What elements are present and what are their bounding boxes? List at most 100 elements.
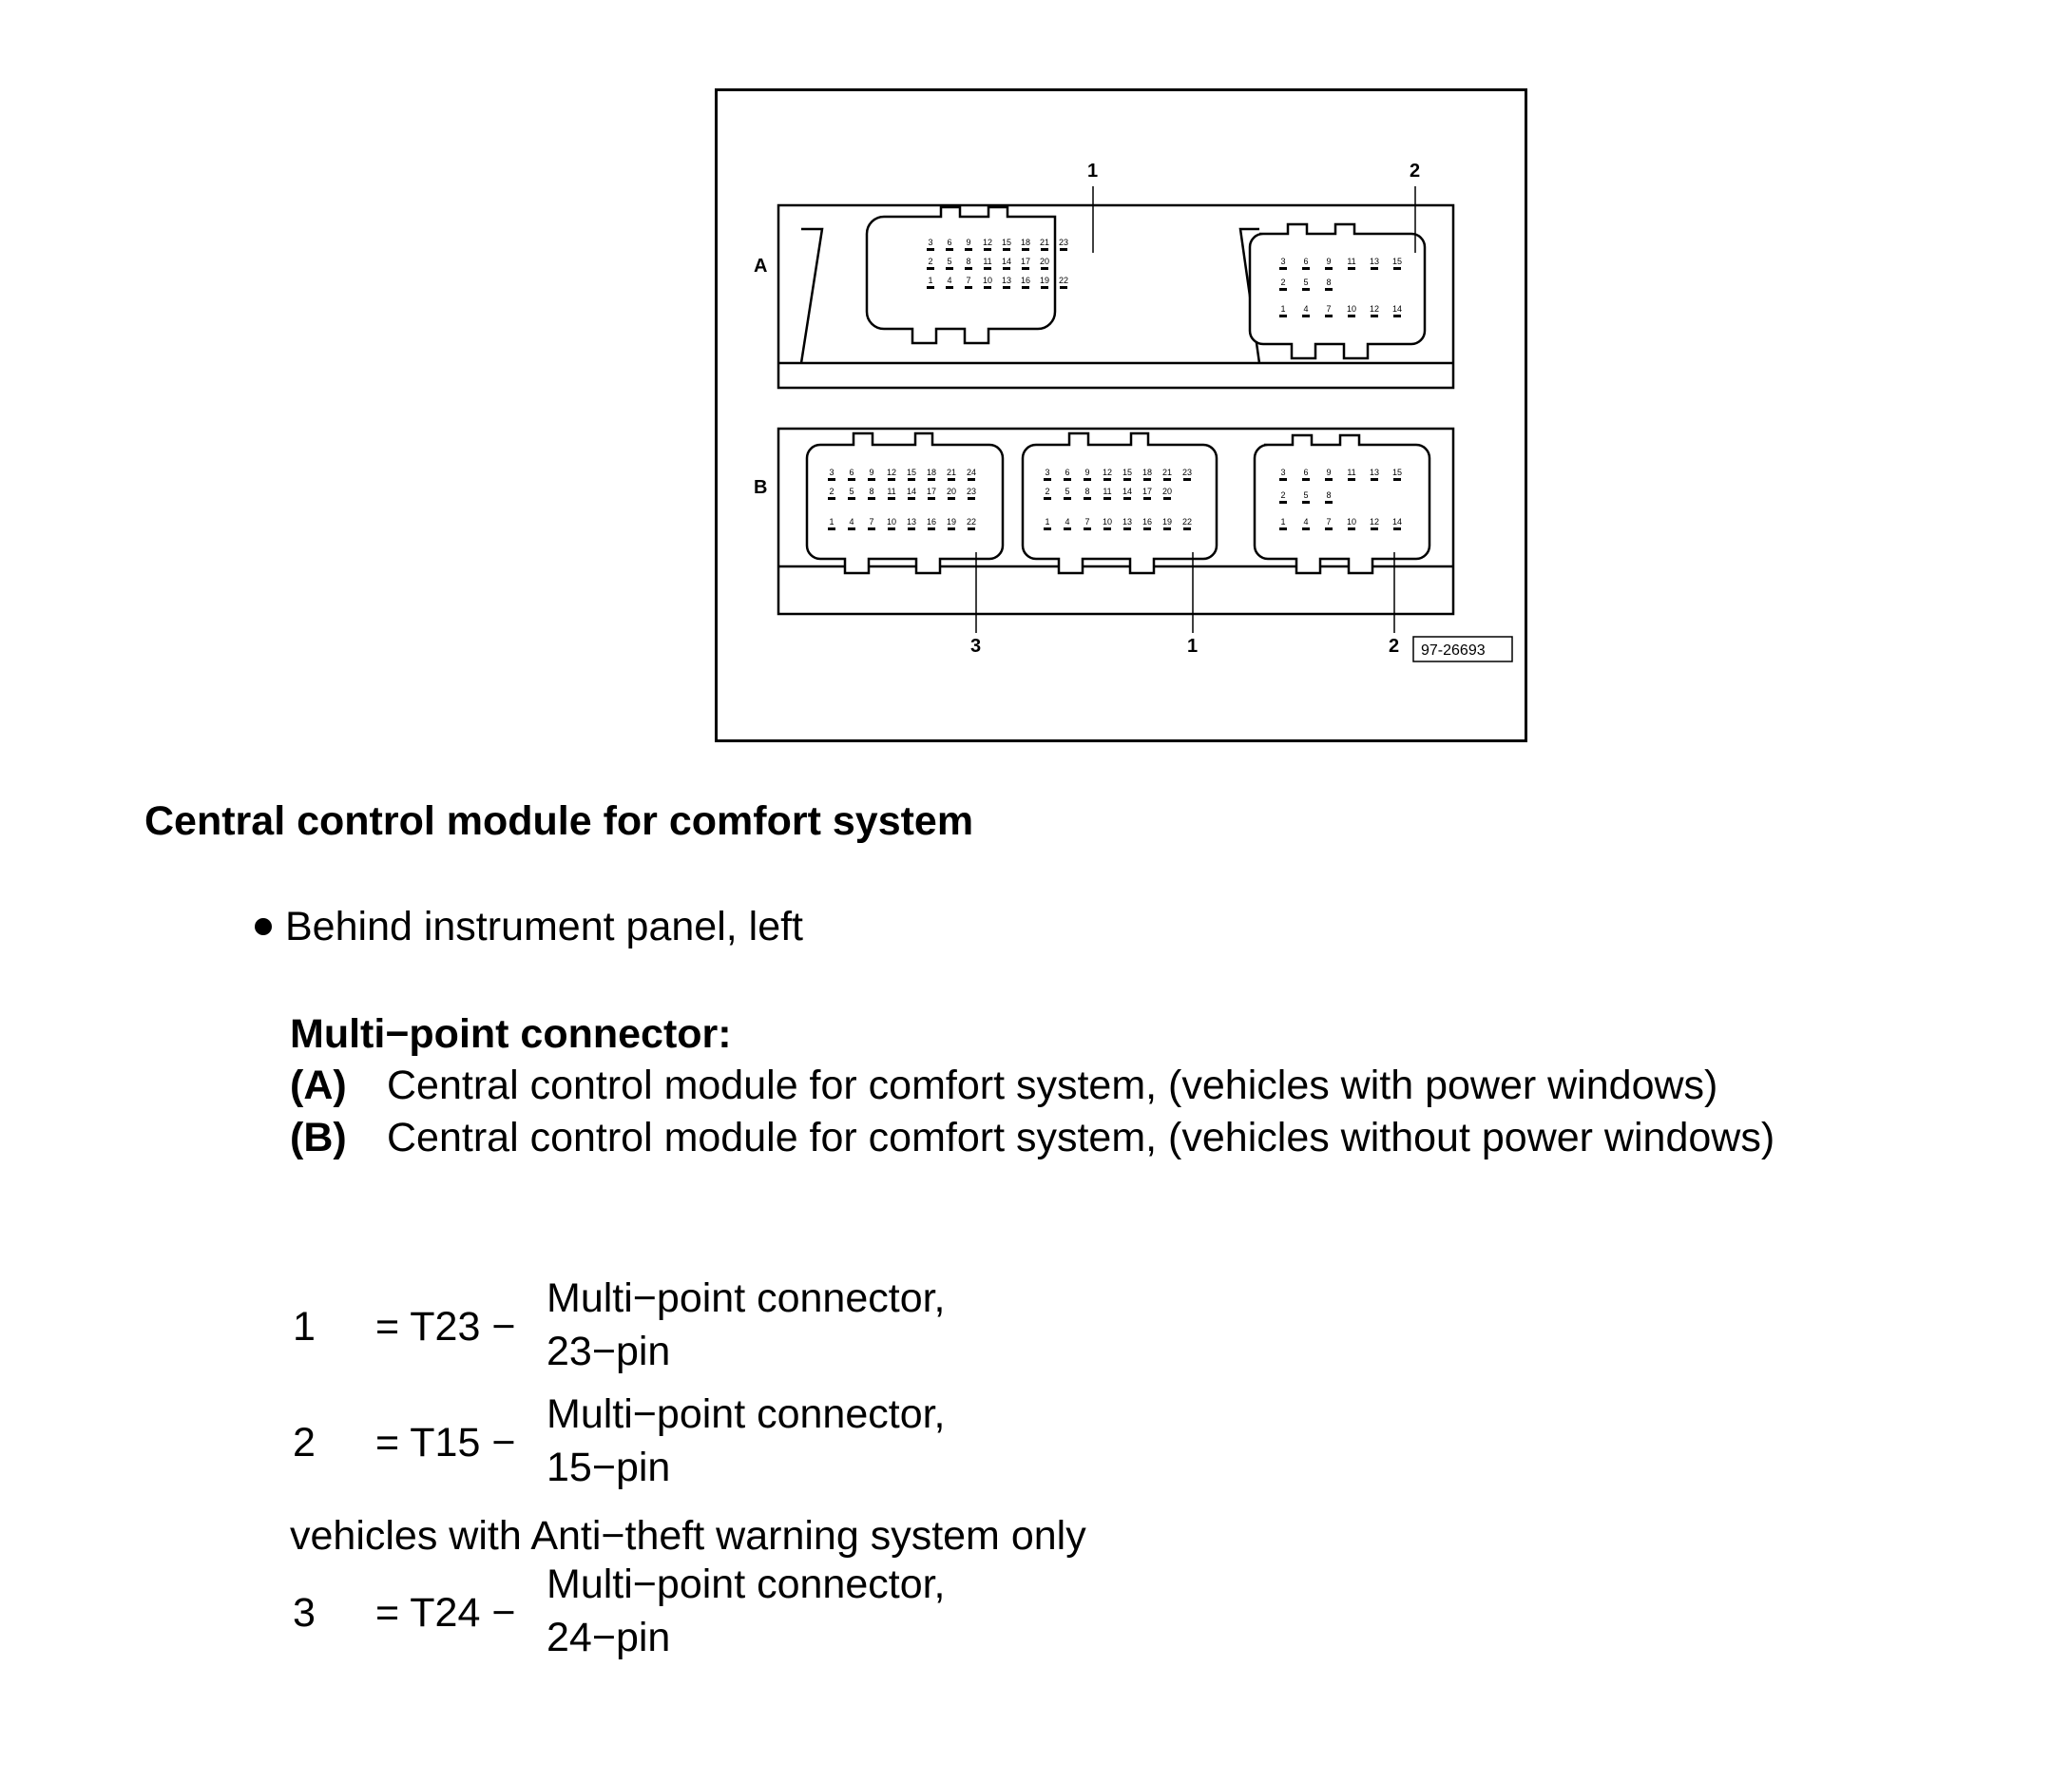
connector-code: = T23 −	[375, 1304, 516, 1350]
connector-code: = T24 −	[375, 1590, 516, 1636]
pin-number: 8	[966, 257, 970, 266]
pin-number: 4	[1065, 517, 1069, 527]
pin-number: 6	[1065, 468, 1069, 477]
pin-number: 9	[1326, 257, 1331, 266]
pin-socket	[1103, 497, 1111, 500]
definition-key: (A)	[290, 1063, 347, 1108]
pin-number: 1	[928, 276, 932, 285]
pin-number: 5	[1065, 487, 1069, 496]
bullet-icon	[255, 917, 272, 935]
pin-socket	[848, 478, 855, 481]
pin-socket	[1022, 286, 1029, 289]
pin-number: 10	[1347, 304, 1356, 314]
pin-socket	[1041, 248, 1048, 251]
pin-socket	[1279, 267, 1287, 270]
definition-text: Central control module for comfort syste…	[387, 1063, 1718, 1108]
pin-socket	[965, 248, 972, 251]
image-id-box	[1412, 636, 1513, 662]
pin-number: 5	[1303, 490, 1308, 500]
housing-a-taper-left	[799, 227, 824, 364]
connector-description: Multi−point connector, 24−pin	[547, 1558, 1117, 1664]
pin-socket	[1163, 478, 1171, 481]
pin-socket	[1279, 501, 1287, 504]
pin-number: 16	[1142, 517, 1152, 527]
pin-socket	[1302, 288, 1310, 291]
pin-socket	[1325, 501, 1333, 504]
pin-number: 6	[947, 238, 951, 247]
pin-number: 23	[1059, 238, 1068, 247]
pin-socket	[1044, 478, 1051, 481]
pin-number: 10	[983, 276, 992, 285]
pin-socket	[1022, 267, 1029, 270]
connector-description-line: Multi−point connector,	[547, 1391, 946, 1437]
pin-socket	[1044, 497, 1051, 500]
pin-socket	[928, 478, 935, 481]
connector-description-line: 23−pin	[547, 1329, 671, 1374]
pin-number: 10	[887, 517, 896, 527]
pin-number: 22	[1182, 517, 1192, 527]
pin-socket	[1393, 478, 1401, 481]
location-text: Behind instrument panel, left	[285, 904, 803, 949]
pin-number: 23	[1182, 468, 1192, 477]
pin-socket	[868, 497, 875, 500]
pin-number: 12	[1370, 517, 1379, 527]
pin-number: 1	[1280, 304, 1285, 314]
pin-socket	[1325, 527, 1333, 530]
section-title: Central control module for comfort syste…	[144, 798, 974, 844]
pin-number: 24	[967, 468, 976, 477]
pin-number: 2	[928, 257, 932, 266]
pin-socket	[948, 527, 955, 530]
pin-socket	[968, 478, 975, 481]
definition-key: (B)	[290, 1115, 347, 1160]
multipoint-heading: Multi−point connector:	[290, 1011, 732, 1057]
pin-number: 8	[869, 487, 873, 496]
pin-number: 5	[947, 257, 951, 266]
pin-number: 1	[1045, 517, 1049, 527]
row-label-a: A	[754, 256, 767, 277]
pin-socket	[828, 527, 835, 530]
pin-socket	[946, 248, 953, 251]
pin-socket	[946, 286, 953, 289]
callout-bottom-2: 2	[1389, 636, 1399, 657]
pin-number: 5	[849, 487, 854, 496]
pin-socket	[1103, 527, 1111, 530]
definition-row-a: (A) Central control module for comfort sy…	[290, 1063, 1717, 1109]
pin-socket	[1279, 288, 1287, 291]
pin-number: 15	[1392, 257, 1402, 266]
pin-socket	[1064, 497, 1071, 500]
pin-number: 3	[928, 238, 932, 247]
pin-socket	[888, 497, 895, 500]
pin-number: 7	[869, 517, 873, 527]
pin-socket	[868, 478, 875, 481]
connector-description-line: 15−pin	[547, 1445, 671, 1490]
connector-a1	[865, 205, 1057, 345]
pin-socket	[1371, 478, 1378, 481]
callout-top-2: 2	[1410, 161, 1420, 182]
pin-number: 2	[829, 487, 834, 496]
pin-socket	[1064, 478, 1071, 481]
pin-number: 15	[1002, 238, 1011, 247]
row-label-b: B	[754, 477, 767, 498]
pin-number: 21	[1162, 468, 1172, 477]
location-bullet: Behind instrument panel, left	[255, 904, 803, 950]
pin-socket	[1123, 478, 1131, 481]
pin-number: 6	[849, 468, 854, 477]
pin-socket	[1348, 315, 1355, 317]
pin-socket	[1041, 286, 1048, 289]
pin-number: 1	[1280, 517, 1285, 527]
housing-a	[777, 203, 1455, 390]
connector-number: 3	[293, 1590, 316, 1636]
pin-socket	[848, 527, 855, 530]
pin-socket	[928, 497, 935, 500]
pin-socket	[1143, 497, 1151, 500]
pin-number: 12	[983, 238, 992, 247]
pin-number: 8	[1326, 278, 1331, 287]
definition-row-b: (B)Central control module for comfort sy…	[290, 1115, 1775, 1161]
pin-number: 11	[1103, 487, 1111, 496]
pin-socket	[908, 527, 915, 530]
pin-socket	[1279, 315, 1287, 317]
pin-socket	[848, 497, 855, 500]
pin-number: 16	[927, 517, 936, 527]
